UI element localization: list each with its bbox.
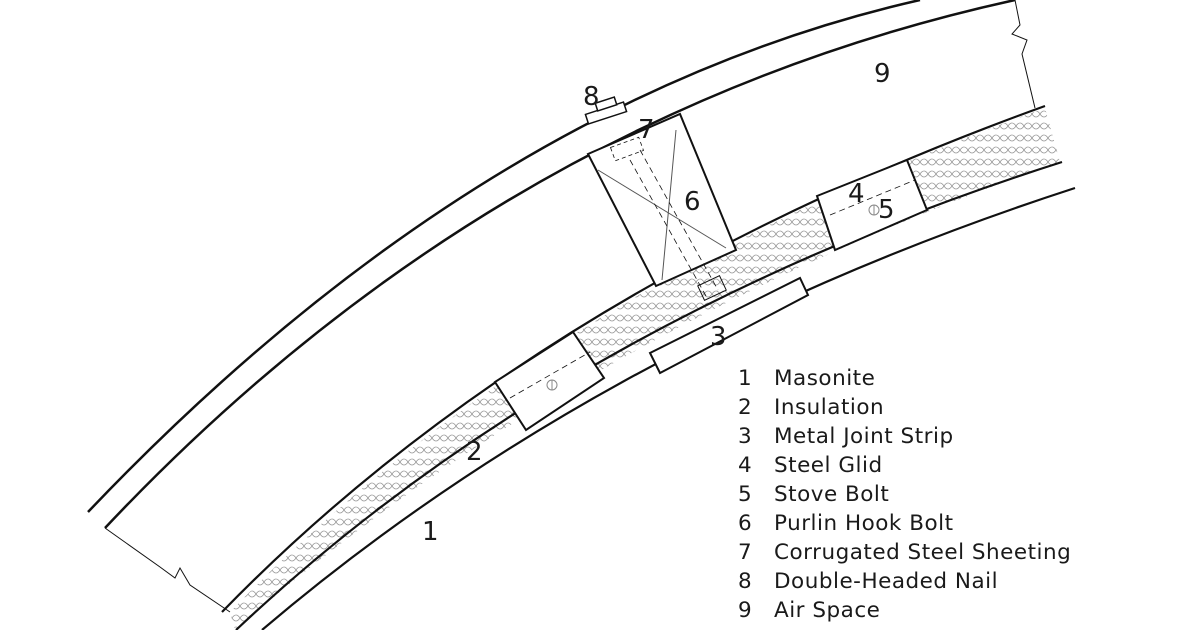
- legend-label: Metal Joint Strip: [774, 424, 954, 449]
- purlin-hook-bolt-block: [586, 112, 738, 301]
- legend-item: 7 Corrugated Steel Sheeting: [738, 538, 1071, 567]
- callout-3: 3: [710, 322, 727, 352]
- legend-item: 6 Purlin Hook Bolt: [738, 509, 1071, 538]
- legend-number: 9: [738, 598, 753, 623]
- legend-item: 9 Air Space: [738, 596, 1071, 625]
- legend-number: 5: [738, 482, 753, 507]
- callout-6: 6: [684, 187, 701, 217]
- legend-label: Masonite: [774, 366, 876, 391]
- callout-7: 7: [638, 115, 655, 145]
- legend-item: 1 Masonite: [738, 364, 1071, 393]
- outer-sheeting-curve-bottom: [104, 0, 1016, 529]
- callout-9: 9: [874, 59, 891, 89]
- callout-8: 8: [583, 82, 600, 112]
- masonite-curve-3: [261, 186, 1076, 630]
- legend-item: 8 Double-Headed Nail: [738, 567, 1071, 596]
- legend-number: 8: [738, 569, 753, 594]
- legend-label: Insulation: [774, 395, 885, 420]
- legend-item: 2 Insulation: [738, 393, 1071, 422]
- legend: 1 Masonite 2 Insulation 3 Metal Joint Strip…: [738, 364, 1071, 625]
- outer-sheeting-curve-top: [87, 0, 921, 513]
- legend-label: Steel Glid: [774, 453, 883, 478]
- legend-number: 3: [738, 424, 753, 449]
- legend-item: 5 Stove Bolt: [738, 480, 1071, 509]
- legend-item: 3 Metal Joint Strip: [738, 422, 1071, 451]
- legend-label: Purlin Hook Bolt: [774, 511, 954, 536]
- double-headed-nail: [584, 96, 628, 125]
- metal-joint-strip: [648, 276, 810, 375]
- left-break-line: [104, 527, 231, 613]
- legend-number: 7: [738, 540, 753, 565]
- legend-number: 2: [738, 395, 753, 420]
- legend-label: Corrugated Steel Sheeting: [774, 540, 1072, 565]
- callout-1: 1: [422, 517, 439, 547]
- legend-number: 1: [738, 366, 753, 391]
- steel-glid-block-lower: [493, 330, 606, 432]
- legend-number: 6: [738, 511, 753, 536]
- callout-4: 4: [848, 179, 865, 209]
- legend-item: 4 Steel Glid: [738, 451, 1071, 480]
- legend-number: 4: [738, 453, 753, 478]
- legend-label: Double-Headed Nail: [774, 569, 999, 594]
- callout-5: 5: [878, 195, 895, 225]
- legend-label: Air Space: [774, 598, 881, 623]
- callout-2: 2: [466, 437, 483, 467]
- legend-label: Stove Bolt: [774, 482, 890, 507]
- steel-glid-block-upper: [815, 158, 929, 252]
- right-break-line: [1011, 0, 1036, 109]
